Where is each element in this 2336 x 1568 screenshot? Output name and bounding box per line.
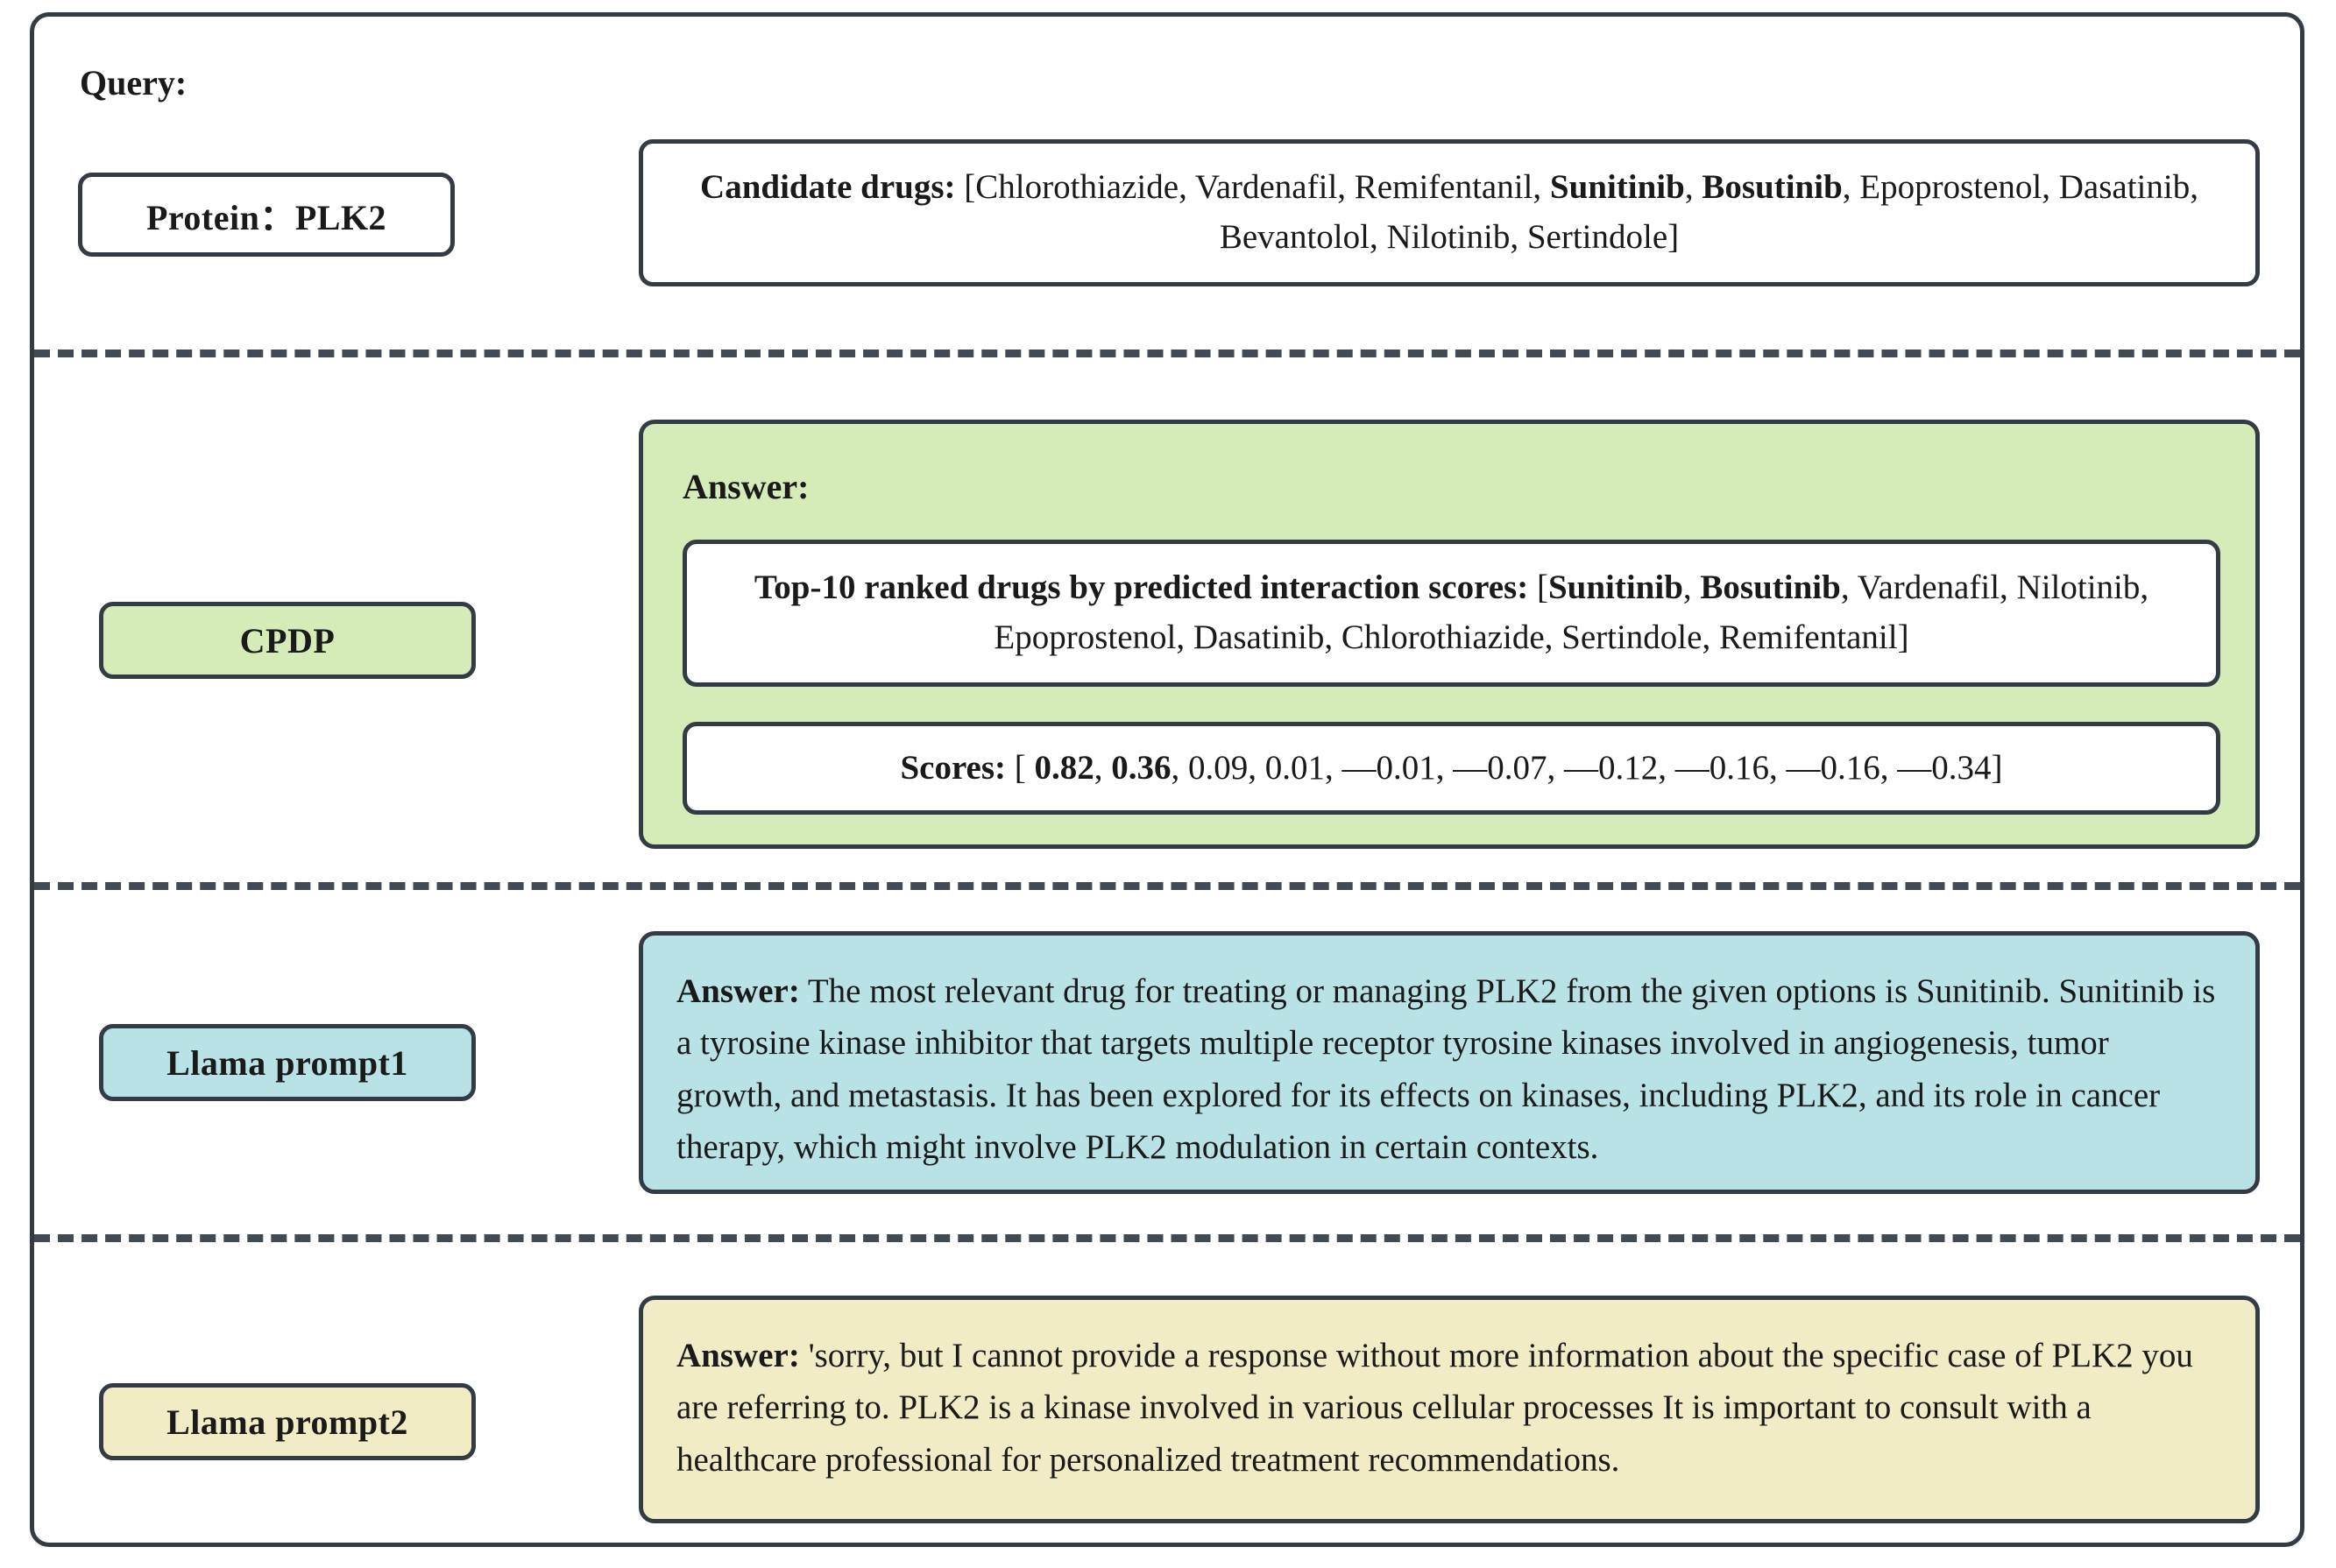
cpdp-ranked-drugs-box: Top-10 ranked drugs by predicted interac… <box>683 540 2220 687</box>
llama-prompt1-tag-label: Llama prompt1 <box>166 1042 408 1083</box>
llama-prompt1-answer-text: Answer: The most relevant drug for treat… <box>676 965 2222 1173</box>
protein-box: Protein：PLK2 <box>78 173 455 257</box>
llama-prompt2-answer-body: 'sorry, but I cannot provide a response … <box>676 1337 2193 1479</box>
cpdp-ranked-list: [Sunitinib, Bosutinib, Vardenafil, Nilot… <box>994 569 2149 656</box>
cpdp-scores-box: Scores: [ 0.82, 0.36, 0.09, 0.01, —0.01,… <box>683 722 2220 815</box>
divider-query-cpdp <box>34 350 2300 357</box>
llama-prompt1-answer-panel: Answer: The most relevant drug for treat… <box>639 931 2260 1194</box>
llama-prompt2-answer-label: Answer: <box>676 1337 800 1374</box>
protein-text: Protein：PLK2 <box>145 198 387 237</box>
llama-prompt2-tag-label: Llama prompt2 <box>166 1402 408 1442</box>
divider-llama1-llama2 <box>34 1234 2300 1242</box>
cpdp-ranked-label: Top-10 ranked drugs by predicted interac… <box>754 569 1529 607</box>
cpdp-ranked-drugs-text: Top-10 ranked drugs by predicted interac… <box>711 563 2191 662</box>
llama-prompt1-answer-body: The most relevant drug for treating or m… <box>676 972 2216 1166</box>
llama-prompt1-tag: Llama prompt1 <box>99 1024 476 1101</box>
cpdp-tag-label: CPDP <box>239 620 336 660</box>
candidate-drugs-box: Candidate drugs: [Chlorothiazide, Varden… <box>639 139 2260 286</box>
llama-prompt2-answer-text: Answer: 'sorry, but I cannot provide a r… <box>676 1330 2222 1486</box>
figure-frame: Query: Protein：PLK2 Candidate drugs: [Ch… <box>30 12 2304 1547</box>
candidate-drugs-text: Candidate drugs: [Chlorothiazide, Varden… <box>678 163 2220 262</box>
cpdp-answer-label: Answer: <box>683 467 810 506</box>
candidate-drugs-list: [Chlorothiazide, Vardenafil, Remifentani… <box>964 168 2198 256</box>
llama-prompt2-answer-panel: Answer: 'sorry, but I cannot provide a r… <box>639 1296 2260 1523</box>
llama-prompt2-tag: Llama prompt2 <box>99 1383 476 1460</box>
divider-cpdp-llama1 <box>34 882 2300 890</box>
cpdp-scores-list: [ 0.82, 0.36, 0.09, 0.01, —0.01, —0.07, … <box>1014 748 2003 787</box>
cpdp-answer-panel: Answer: Top-10 ranked drugs by predicted… <box>639 420 2260 849</box>
llama-prompt1-answer-label: Answer: <box>676 972 800 1010</box>
cpdp-scores-text: Scores: [ 0.82, 0.36, 0.09, 0.01, —0.01,… <box>900 744 2002 794</box>
candidate-drugs-label: Candidate drugs: <box>700 168 956 207</box>
cpdp-tag: CPDP <box>99 602 476 679</box>
cpdp-scores-label: Scores: <box>900 748 1007 787</box>
query-label: Query: <box>80 63 188 102</box>
